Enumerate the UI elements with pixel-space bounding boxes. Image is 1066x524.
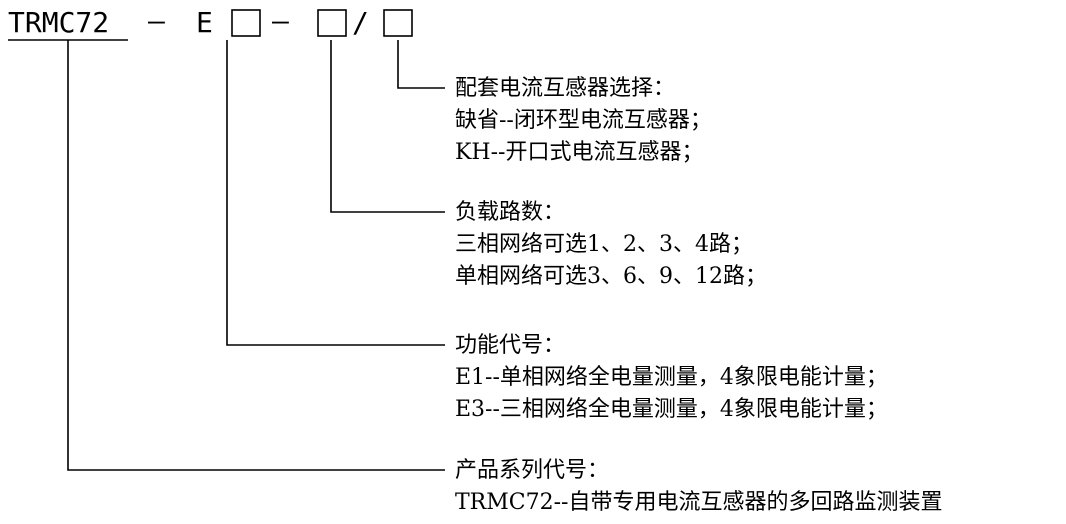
series-code-heading: 产品系列代号： (455, 458, 609, 483)
load-count-option: 三相网络可选1、2、3、4路； (455, 232, 753, 257)
code-slash: / (352, 6, 369, 39)
function-code-heading: 功能代号： (455, 333, 565, 358)
leader-ct-type (397, 40, 445, 89)
code-prefix: TRMC72 (8, 6, 109, 39)
ct-type-box (383, 9, 413, 37)
function-code-option: E1--单相网络全电量测量，4象限电能计量； (455, 365, 888, 390)
leader-function-code (226, 40, 445, 346)
function-code-option: E3--三相网络全电量测量，4象限电能计量； (455, 397, 888, 422)
ct-selection-option: 缺省--闭环型电流互感器； (455, 108, 712, 133)
ct-selection-option: KH--开口式电流互感器； (455, 140, 704, 165)
leader-load-count (330, 40, 445, 213)
code-dash-2: — (272, 4, 289, 37)
load-count-option: 单相网络可选3、6、9、12路； (455, 264, 767, 289)
function-code-box (231, 9, 261, 37)
ct-selection-heading: 配套电流互感器选择： (455, 76, 675, 101)
load-count-box (317, 9, 347, 37)
leader-series-code (67, 40, 445, 471)
load-count-heading: 负载路数： (455, 200, 565, 225)
code-func-letter: E (196, 6, 213, 39)
code-dash-1: — (148, 4, 165, 37)
series-code-description: TRMC72--自带专用电流互感器的多回路监测装置 (455, 490, 942, 515)
